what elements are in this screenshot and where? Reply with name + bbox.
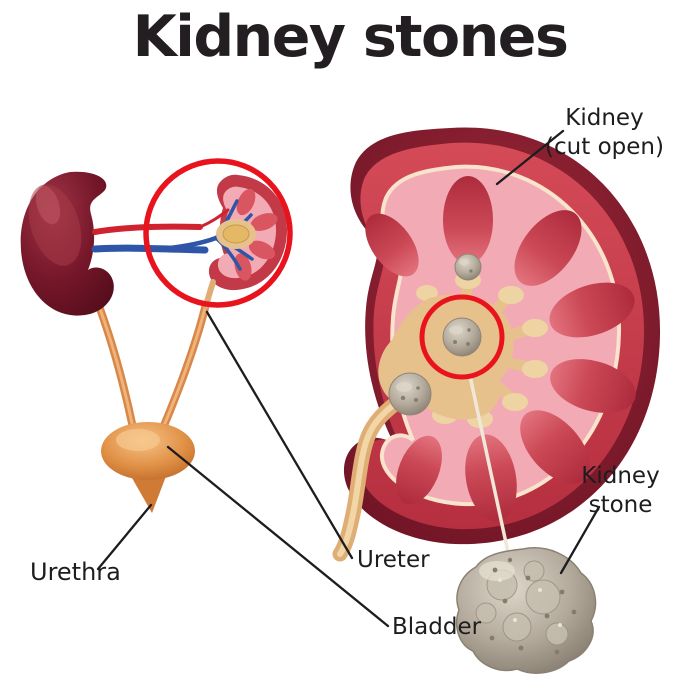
left-ureter-highlight <box>94 296 135 430</box>
stone-highlight <box>449 325 463 335</box>
kidney-stone-lower <box>388 372 432 416</box>
kidney-stone-label: Kidney stone <box>568 462 673 520</box>
kidney-stone-detail <box>455 547 597 674</box>
stone-speckle <box>400 395 406 401</box>
urethra-label-line <box>96 503 153 571</box>
large-cut-open-kidney <box>332 127 661 581</box>
artery-branch <box>198 208 230 229</box>
renal-pyramid <box>514 210 582 286</box>
stone-speckle <box>467 328 471 332</box>
large-stone-light-dots <box>498 578 562 627</box>
urethra-label: Urethra <box>30 558 121 586</box>
stone-annotation-circle <box>419 294 505 380</box>
renal-pyramid <box>443 176 493 264</box>
kidney-stone-upper <box>454 253 482 281</box>
kidney-stones-inside <box>388 253 482 416</box>
renal-pyramids <box>365 176 636 522</box>
renal-pyramid <box>520 410 590 484</box>
kidney-cut-open-label: Kidney (cut open) <box>532 104 677 162</box>
renal-pyramid <box>365 213 419 277</box>
small-kidney-stone <box>222 224 250 244</box>
renal-pyramid <box>549 282 635 338</box>
kidney-cut-open-label-line1: Kidney <box>565 105 644 131</box>
kidney-stone-circled <box>442 317 482 357</box>
bladder-label: Bladder <box>392 614 482 640</box>
stone-highlight <box>396 382 412 392</box>
left-kidney-highlight <box>35 185 61 225</box>
kidney-cut-open-label-line <box>495 129 565 186</box>
ureter-label-line <box>205 310 354 560</box>
bladder-label-line <box>166 445 390 628</box>
small-pyramid <box>250 213 278 231</box>
small-pyramid <box>234 253 252 281</box>
urethra-shape <box>128 471 168 513</box>
stone-highlight <box>459 258 469 266</box>
kidney-stone-label-line1: Kidney <box>581 463 660 489</box>
diagram-title: Kidney stones <box>132 4 569 70</box>
large-kidney-ureter-highlight <box>337 379 427 557</box>
ureter-label: Ureter <box>357 547 430 573</box>
small-pyramid <box>248 240 276 260</box>
small-cut-open-kidney <box>147 174 288 309</box>
vein-branch <box>147 235 219 253</box>
kidney-stone-label-line2: stone <box>588 491 653 518</box>
large-stone-speckles <box>489 557 577 655</box>
magnification-line <box>468 375 516 581</box>
stone-speckle <box>469 269 473 273</box>
bladder-highlight <box>116 429 160 451</box>
kidney-cut-open-label-line2: (cut open) <box>545 133 664 160</box>
small-pyramid <box>236 188 256 216</box>
stone-speckle <box>466 342 470 346</box>
renal-pyramid <box>396 435 442 505</box>
kidney-stone-label-line <box>559 505 601 575</box>
label-lines <box>96 129 601 628</box>
stone-speckle <box>416 386 420 390</box>
urinary-system-diagram <box>20 158 293 513</box>
renal-pyramid <box>550 359 636 413</box>
stone-speckle <box>414 398 418 402</box>
calyx-cups <box>416 271 548 428</box>
magnifier-annotation-circle <box>143 158 293 308</box>
stone-speckle <box>453 340 457 344</box>
right-ureter-highlight <box>161 302 208 430</box>
